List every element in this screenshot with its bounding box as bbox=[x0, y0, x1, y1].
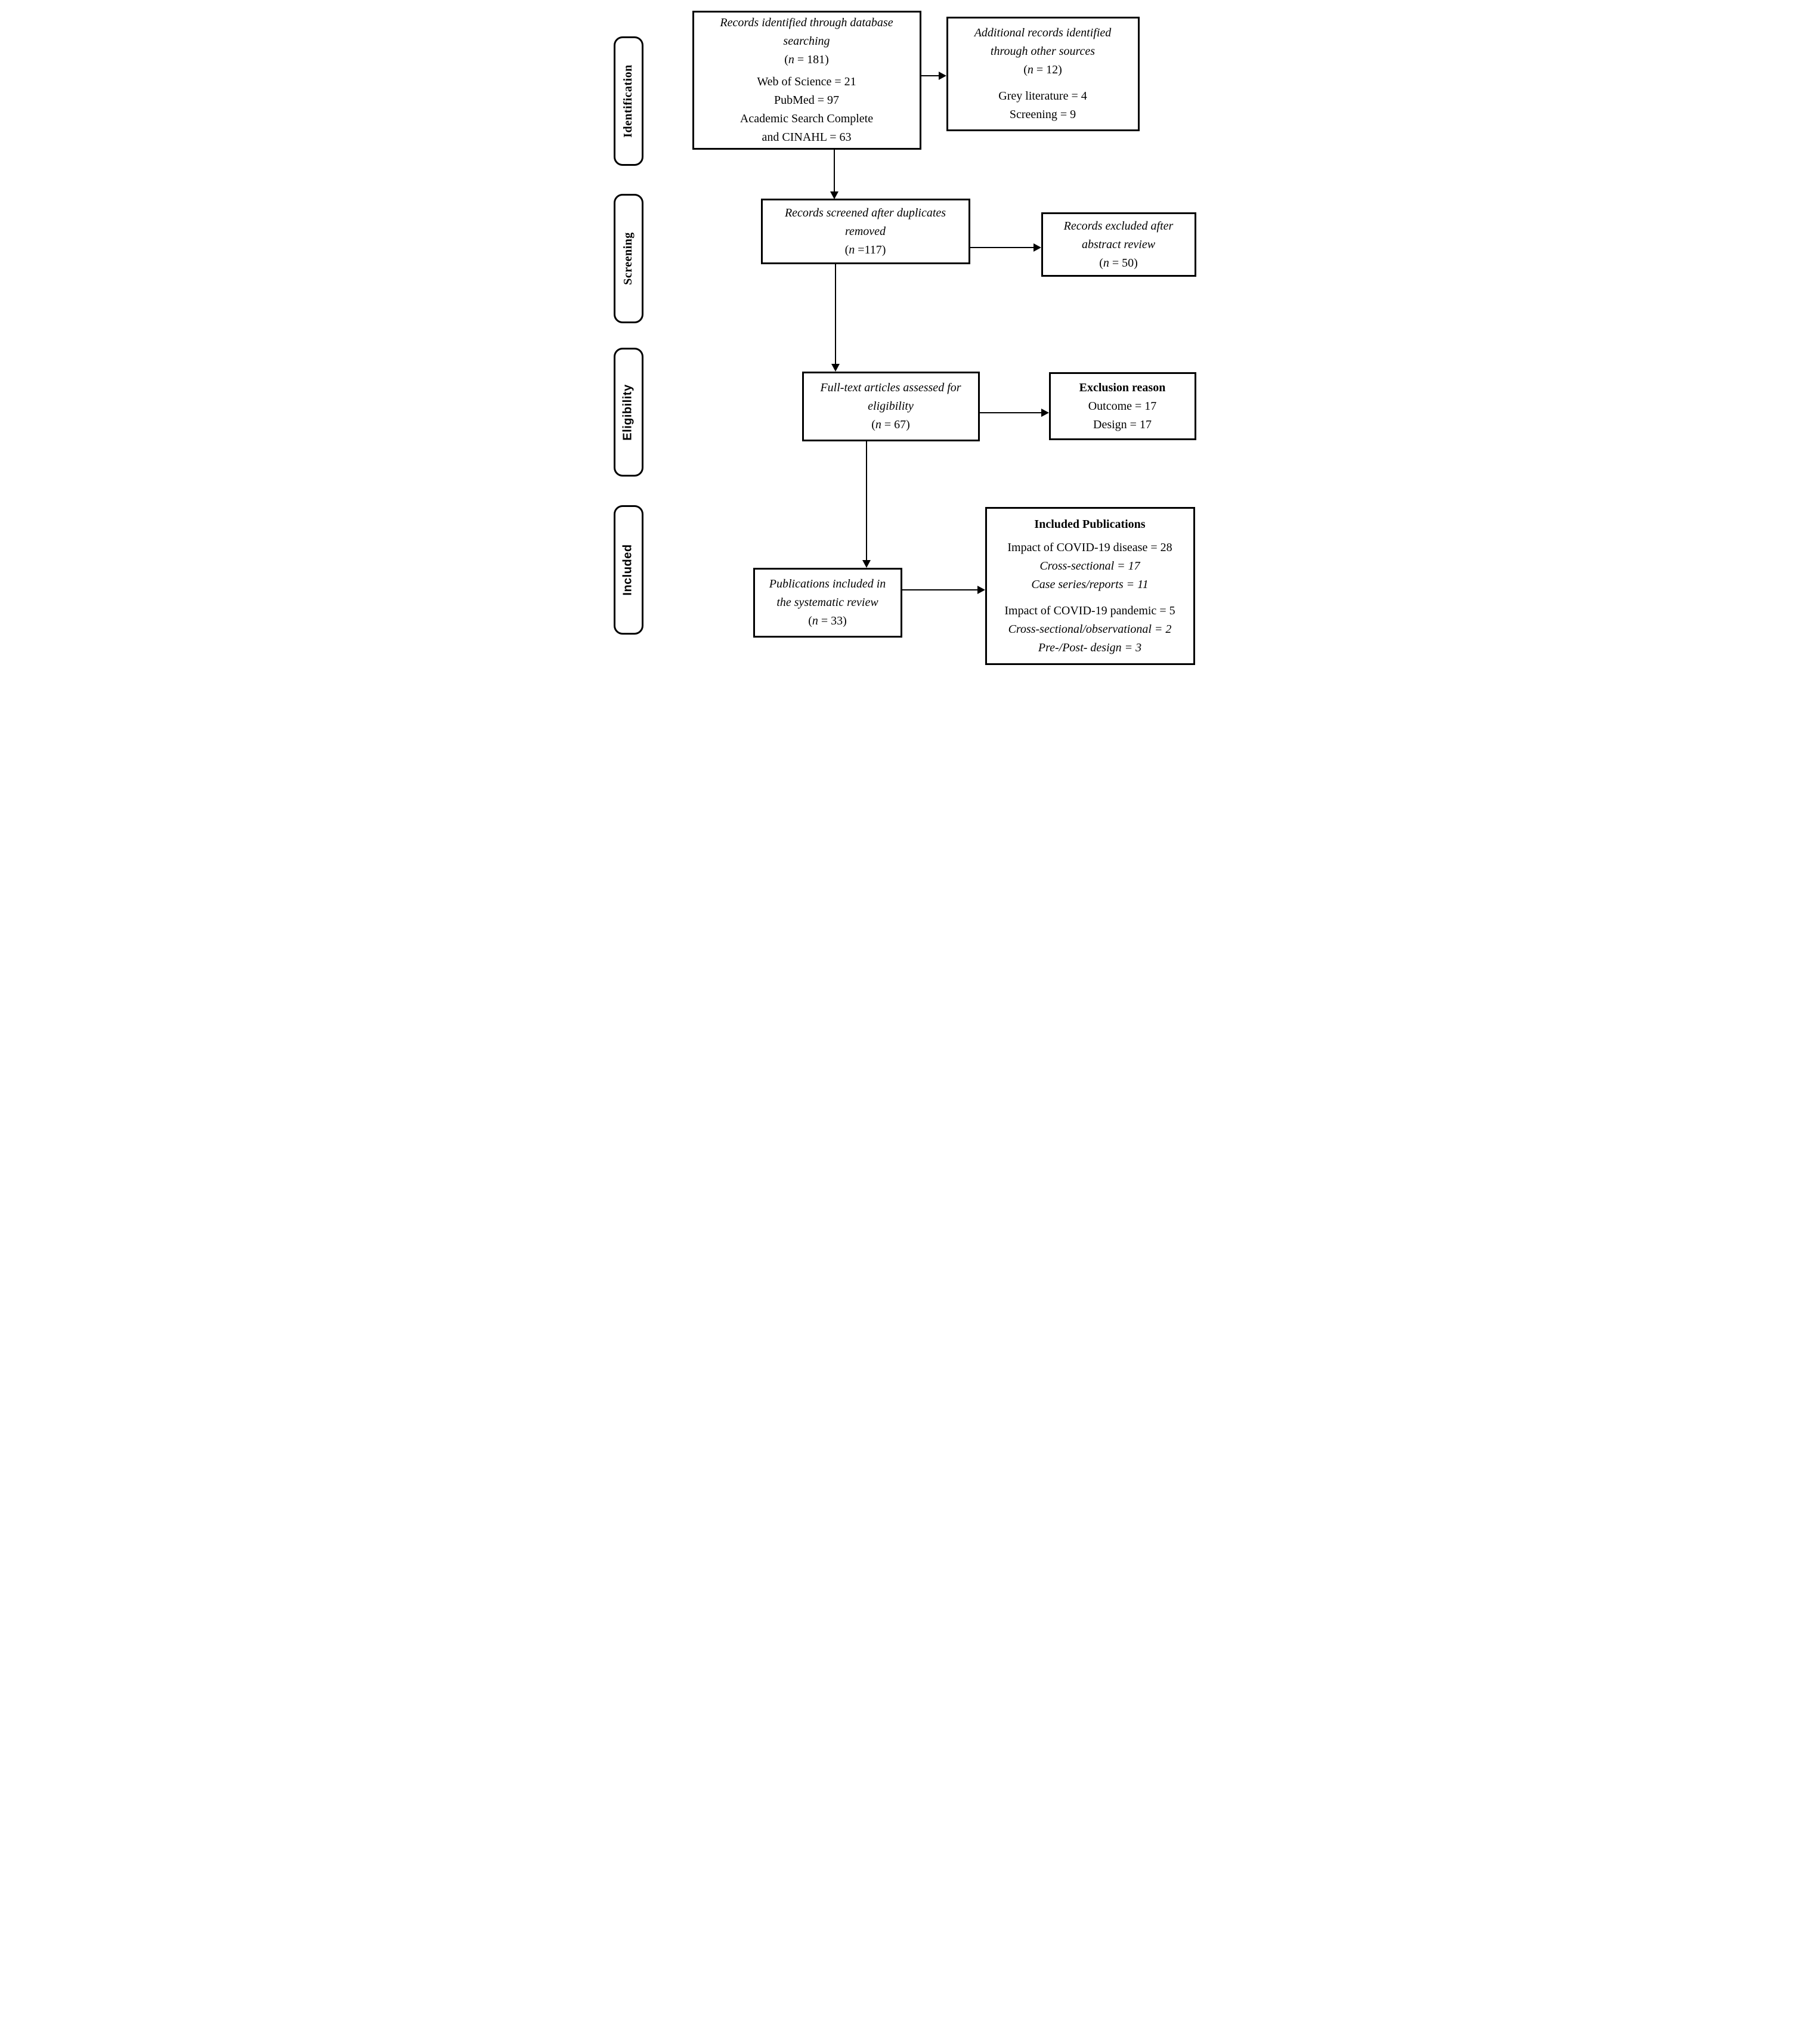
arrow-line bbox=[970, 247, 1034, 248]
stage-identification-label: Identification bbox=[621, 64, 635, 138]
text-line: Design = 17 bbox=[1093, 418, 1152, 431]
text-line: eligibility bbox=[868, 400, 914, 413]
stage-identification: Identification bbox=[613, 36, 643, 166]
stage-eligibility-label: Eligibility bbox=[621, 384, 635, 441]
box-records-identified: Records identified through database searc… bbox=[692, 11, 921, 150]
arrow-line bbox=[833, 150, 835, 192]
text-line: (n = 50) bbox=[1099, 256, 1138, 270]
arrow-line bbox=[921, 75, 940, 76]
text-line: Full-text articles assessed for bbox=[820, 381, 961, 394]
box-full-text-assessed: Full-text articles assessed for eligibili… bbox=[802, 372, 980, 441]
arrowhead-down-icon bbox=[862, 560, 871, 568]
prisma-flow-diagram: Identification Screening Eligibility Inc… bbox=[601, 0, 1203, 681]
text-line: (n = 33) bbox=[808, 614, 847, 627]
text-line: the systematic review bbox=[776, 596, 878, 609]
stage-eligibility: Eligibility bbox=[613, 348, 643, 477]
text-line: abstract review bbox=[1081, 237, 1156, 251]
arrowhead-right-icon bbox=[977, 586, 985, 594]
text-line: Case series/reports = 11 bbox=[1031, 577, 1149, 591]
text-line: (n =117) bbox=[844, 243, 886, 256]
arrowhead-down-icon bbox=[830, 191, 838, 199]
text-line: (n = 12) bbox=[1023, 63, 1062, 76]
text-line: Additional records identified bbox=[974, 26, 1112, 39]
text-line: Academic Search Complete bbox=[739, 112, 874, 125]
box-additional-records: Additional records identified through oth… bbox=[946, 17, 1140, 131]
arrowhead-right-icon bbox=[1041, 409, 1049, 417]
text-line: and CINAHL = 63 bbox=[762, 131, 852, 144]
arrowhead-right-icon bbox=[1033, 243, 1041, 252]
arrow-line bbox=[865, 441, 867, 561]
text-line: Included Publications bbox=[1034, 517, 1146, 531]
stage-screening: Screening bbox=[613, 194, 643, 323]
arrowhead-down-icon bbox=[831, 364, 840, 372]
text-line: PubMed = 97 bbox=[773, 94, 840, 107]
text-line: Outcome = 17 bbox=[1088, 399, 1157, 413]
arrow-line bbox=[834, 264, 836, 364]
arrow-line bbox=[979, 412, 1042, 413]
text-line: Exclusion reason bbox=[1079, 381, 1166, 394]
text-line: Records screened after duplicates bbox=[784, 206, 946, 219]
text-line: (n = 181) bbox=[784, 53, 829, 66]
text-line: searching bbox=[783, 35, 830, 48]
arrowhead-right-icon bbox=[938, 72, 946, 80]
text-line: Pre-/Post- design = 3 bbox=[1038, 641, 1142, 654]
stage-screening-label: Screening bbox=[621, 232, 635, 285]
text-line: Web of Science = 21 bbox=[757, 75, 856, 88]
arrow-line bbox=[902, 589, 978, 590]
text-line: Records excluded after bbox=[1063, 219, 1174, 233]
text-line: Screening = 9 bbox=[1009, 108, 1076, 121]
text-line: Impact of COVID-19 disease = 28 bbox=[1007, 540, 1172, 554]
text-line: (n = 67) bbox=[871, 418, 910, 431]
text-line: Cross-sectional = 17 bbox=[1039, 559, 1140, 573]
text-line: Impact of COVID-19 pandemic = 5 bbox=[1004, 604, 1175, 617]
box-records-screened: Records screened after duplicates removed… bbox=[760, 199, 970, 264]
stage-included-label: Included bbox=[621, 544, 635, 596]
text-line: Grey literature = 4 bbox=[998, 89, 1087, 103]
stage-included: Included bbox=[613, 505, 643, 635]
text-line: Records identified through database bbox=[720, 16, 893, 29]
text-line: through other sources bbox=[990, 45, 1096, 58]
box-records-excluded: Records excluded after abstract review (n … bbox=[1041, 212, 1196, 277]
box-publications-included: Publications included in the systematic r… bbox=[753, 568, 902, 638]
text-line: Cross-sectional/observational = 2 bbox=[1008, 622, 1172, 636]
text-line: Publications included in bbox=[769, 577, 886, 590]
text-line: removed bbox=[844, 224, 886, 238]
